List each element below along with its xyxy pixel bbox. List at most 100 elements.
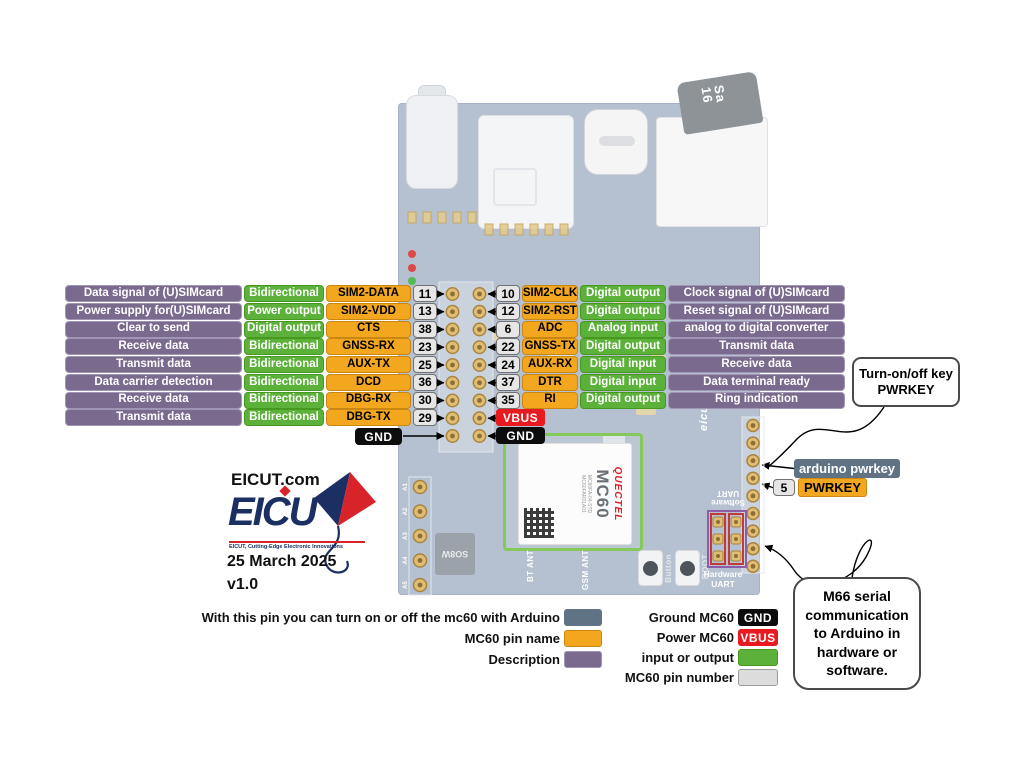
pin-name: SIM2-VDD [326, 302, 411, 320]
mc60-module: QUECTEL MC60 MC60FA-04-STD MC60FAR01A01 [503, 433, 643, 551]
gsm-ant-label: GSM ANT [581, 550, 590, 591]
pin-direction: Power output [244, 302, 324, 320]
pin-direction: Bidirectional [244, 285, 324, 302]
gnd-badge-left: GND [355, 428, 402, 445]
pin-name: SIM2-RST [522, 302, 578, 320]
pin-row: 22 GNSS-TX Digital output Transmit data [496, 338, 845, 356]
pin-description: Reset signal of (U)SIMcard [668, 302, 845, 320]
sd-card-slot [656, 117, 768, 227]
pwrkey-callout-line2: PWRKEY [877, 382, 935, 397]
usb-c-port [584, 109, 648, 175]
pwrkey-callout: Turn-on/off key PWRKEY [852, 357, 960, 407]
legend-row: With this pin you can turn on or off the… [160, 609, 602, 626]
legend-badge-vbus: VBUS [738, 629, 778, 646]
legend-row: input or output [560, 649, 778, 666]
pin-name: GNSS-RX [326, 338, 411, 356]
legend-swatch-arduino-pin [564, 609, 602, 626]
legend-row: Power MC60 VBUS [560, 629, 778, 646]
m66-note: M66 serial communication to Arduino in h… [793, 577, 921, 690]
pin-name: AUX-TX [326, 356, 411, 373]
pin-direction: Bidirectional [244, 373, 324, 391]
pin-row: 6 ADC Analog input analog to digital con… [496, 320, 845, 338]
pin-number-badge: 37 [496, 373, 520, 391]
pin-number-badge: 11 [413, 285, 437, 302]
legend-label: input or output [641, 650, 734, 665]
pin-direction: Digital input [580, 356, 666, 373]
pin-description: Power supply for(U)SIMcard [65, 302, 242, 320]
user-button [638, 550, 663, 586]
vbus-badge: VBUS [496, 409, 545, 426]
pin-name: SIM2-DATA [326, 285, 411, 302]
legend-label: Ground MC60 [648, 610, 734, 625]
module-part-number: MC60FAR01A01 [580, 475, 586, 513]
legend-label: With this pin you can turn on or off the… [201, 610, 560, 625]
brand-logo: EICU [228, 490, 318, 534]
pin-description: Ring indication [668, 391, 845, 409]
audio-jack [406, 95, 458, 189]
pin-name: SIM2-CLK [522, 285, 578, 302]
left-pin-table: Data signal of (U)SIMcard Bidirectional … [65, 285, 437, 445]
button-label: Button [664, 554, 673, 583]
pin-direction: Bidirectional [244, 391, 324, 409]
pin-row: Transmit data Bidirectional DBG-TX 29 [65, 409, 437, 427]
arduino-pwrkey-badge: arduino pwrkey [794, 459, 900, 478]
brand-version: v1.0 [227, 576, 259, 593]
pin-row: Receive data Bidirectional GNSS-RX 23 [65, 338, 437, 356]
pin-row: 24 AUX-RX Digital input Receive data [496, 356, 845, 373]
pin-description: Data signal of (U)SIMcard [65, 285, 242, 302]
legend-row: MC60 pin number [560, 669, 778, 686]
pin-number-badge: 10 [496, 285, 520, 302]
pin-row: 12 SIM2-RST Digital output Reset signal … [496, 302, 845, 320]
pin-name: GNSS-TX [522, 338, 578, 356]
pin-number-badge: 36 [413, 373, 437, 391]
legend-label: Description [488, 652, 560, 667]
module-model: MC60 [593, 469, 612, 519]
pin-number-badge: 13 [413, 302, 437, 320]
legend-row: Description [160, 651, 602, 668]
pin-row: 10 SIM2-CLK Digital output Clock signal … [496, 285, 845, 302]
pin-description: Clock signal of (U)SIMcard [668, 285, 845, 302]
legend-badge-gnd: GND [738, 609, 778, 626]
pwrkey-pin-number: 5 [773, 479, 795, 496]
mc60-module-label: QUECTEL MC60 MC60FA-04-STD MC60FAR01A01 [518, 443, 632, 545]
legend-label: MC60 pin name [464, 631, 560, 646]
legend-row: MC60 pin name [160, 630, 602, 647]
pin-description: Transmit data [668, 338, 845, 356]
pin-name: DBG-RX [326, 391, 411, 409]
qr-code [524, 508, 554, 538]
pin-number-badge: 38 [413, 320, 437, 338]
pin-name: RI [522, 391, 578, 409]
pin-number-badge: 25 [413, 356, 437, 373]
pin-row: Data signal of (U)SIMcard Bidirectional … [65, 285, 437, 302]
software-uart-label: Software UART [711, 489, 745, 507]
pin-number-badge: 6 [496, 320, 520, 338]
pin-direction: Bidirectional [244, 338, 324, 356]
module-part-number: MC60FA-04-STD [586, 474, 592, 514]
legend-row: Ground MC60 GND [560, 609, 778, 626]
hardware-uart-label: Hardware UART [703, 569, 743, 589]
module-brand: QUECTEL [612, 466, 623, 522]
boot-button [675, 550, 700, 586]
brand-tagline: EICUT, Cutting-Edge Electronic Innovatio… [229, 541, 365, 550]
pin-number-badge: 29 [413, 409, 437, 427]
legend-swatch-pin-number [738, 669, 778, 686]
legend-swatch-input-output [738, 649, 778, 666]
pin-direction: Analog input [580, 320, 666, 338]
pin-row: Clear to send Digital output CTS 38 [65, 320, 437, 338]
sim-card-slot [478, 115, 574, 229]
pin-direction: Bidirectional [244, 356, 324, 373]
pin-direction: Digital output [580, 391, 666, 409]
pwrkey-pin-name: PWRKEY [798, 478, 867, 497]
pin-number-badge: 23 [413, 338, 437, 356]
pin-direction: Digital output [580, 338, 666, 356]
pin-row: 35 RI Digital output Ring indication [496, 391, 845, 409]
pin-description: Transmit data [65, 356, 242, 373]
pin-row: Transmit data Bidirectional AUX-TX 25 [65, 356, 437, 373]
pin-description: Receive data [65, 338, 242, 356]
legend-label: Power MC60 [656, 630, 734, 645]
pin-direction: Bidirectional [244, 409, 324, 427]
brand-date: 25 March 2025 [227, 553, 337, 570]
pin-name: ADC [522, 320, 578, 338]
